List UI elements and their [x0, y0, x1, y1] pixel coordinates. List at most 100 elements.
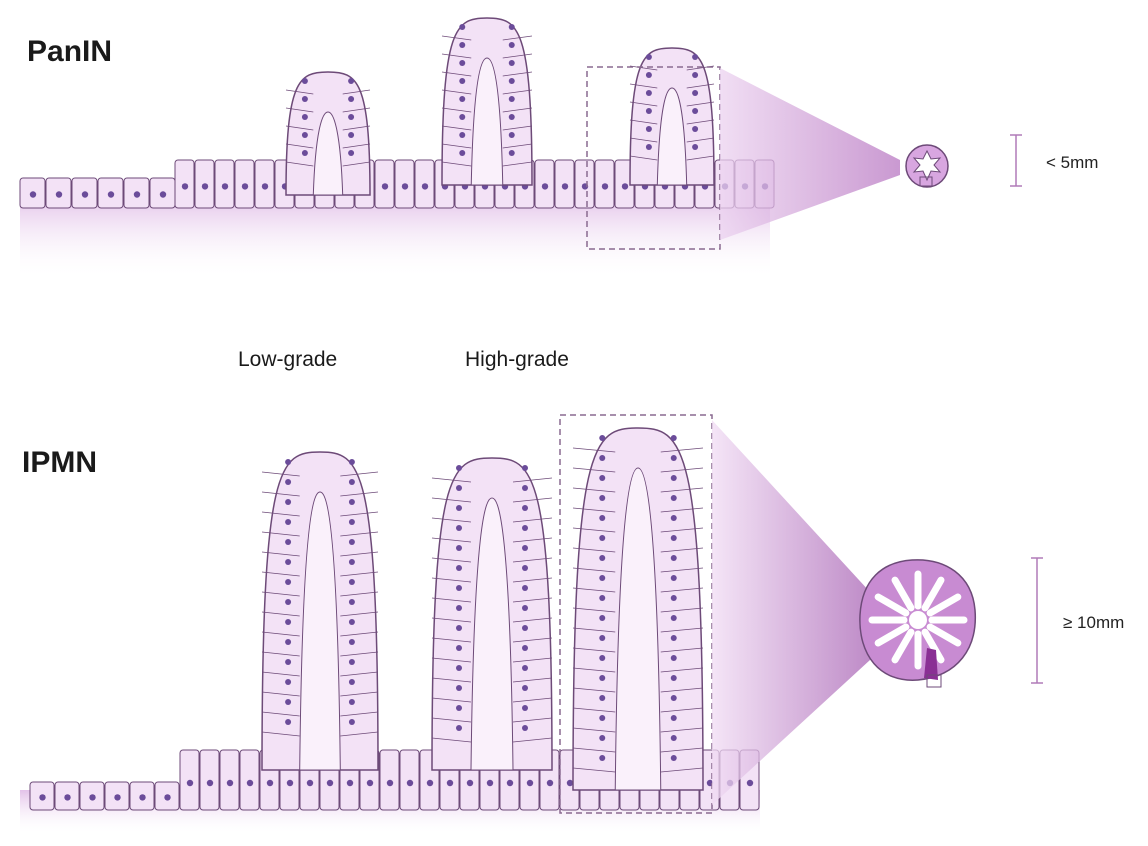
panin-low-papilla-nucleus — [348, 78, 354, 84]
ipmn-columnar-nucleus — [267, 780, 273, 786]
ipmn-low-papilla-nucleus — [285, 619, 291, 625]
ipmn-columnar-nucleus — [187, 780, 193, 786]
ipmn-low-papilla-nucleus — [285, 519, 291, 525]
ipmn-high-papilla-nucleus — [456, 465, 462, 471]
ipmn-dysplastic-papilla-nucleus — [671, 675, 677, 681]
ipmn-low-papilla-nucleus — [285, 659, 291, 665]
ipmn-low-papilla-nucleus — [349, 659, 355, 665]
ipmn-papillae — [262, 428, 703, 790]
ipmn-low-papilla-nucleus — [285, 479, 291, 485]
panin-columnar-nucleus — [242, 183, 248, 189]
ipmn-zoom-cone — [712, 420, 870, 805]
ipmn-low-papilla-nucleus — [285, 559, 291, 565]
ipmn-dysplastic-papilla-nucleus — [671, 615, 677, 621]
ipmn-low-papilla-nucleus — [349, 579, 355, 585]
ipmn-dysplastic-papilla-nucleus — [671, 635, 677, 641]
ipmn-low-papilla-nucleus — [349, 519, 355, 525]
ipmn-high-papilla-nucleus — [456, 525, 462, 531]
ipmn-panel — [20, 415, 1043, 835]
ipmn-high-papilla-nucleus — [522, 525, 528, 531]
panin-high-papilla-nucleus — [459, 24, 465, 30]
panin-flat-nucleus — [108, 191, 114, 197]
ipmn-flat-nucleus — [164, 794, 170, 800]
panin-columnar-nucleus — [562, 183, 568, 189]
ipmn-scale-bar — [1031, 558, 1043, 683]
ipmn-high-papilla-nucleus — [456, 545, 462, 551]
panin-zoom-cone — [720, 68, 900, 240]
ipmn-low-papilla-nucleus — [349, 499, 355, 505]
ipmn-high-papilla-nucleus — [456, 605, 462, 611]
ipmn-columnar-nucleus — [407, 780, 413, 786]
ipmn-low-papilla-nucleus — [349, 619, 355, 625]
ipmn-low-papilla-nucleus — [349, 459, 355, 465]
ipmn-title: IPMN — [22, 446, 97, 480]
ipmn-columnar-nucleus — [347, 780, 353, 786]
high-grade-label: High-grade — [465, 348, 569, 372]
ipmn-columnar-nucleus — [247, 780, 253, 786]
ipmn-high-papilla-nucleus — [522, 605, 528, 611]
ipmn-dysplastic-papilla-nucleus — [671, 515, 677, 521]
ipmn-high-papilla-nucleus — [456, 585, 462, 591]
ipmn-high-papilla-nucleus — [456, 485, 462, 491]
panin-flat-nucleus — [30, 191, 36, 197]
ipmn-low-papilla-nucleus — [285, 499, 291, 505]
ipmn-low-papilla-nucleus — [285, 699, 291, 705]
ipmn-high-papilla-nucleus — [522, 705, 528, 711]
ipmn-dysplastic-papilla-nucleus — [599, 435, 605, 441]
panin-flat-nucleus — [56, 191, 62, 197]
ipmn-high-papilla-nucleus — [522, 665, 528, 671]
ipmn-dysplastic-papilla-nucleus — [599, 515, 605, 521]
panin-panel — [20, 18, 1022, 280]
ipmn-dysplastic-papilla-nucleus — [599, 655, 605, 661]
panin-high-papilla-nucleus — [509, 150, 515, 156]
ipmn-dysplastic-papilla-nucleus — [599, 575, 605, 581]
ipmn-high-papilla-nucleus — [522, 565, 528, 571]
ipmn-columnar-nucleus — [507, 780, 513, 786]
panin-columnar-nucleus — [182, 183, 188, 189]
ipmn-dysplastic-papilla-nucleus — [671, 715, 677, 721]
panin-low-papilla-nucleus — [302, 78, 308, 84]
ipmn-dysplastic-papilla-nucleus — [599, 615, 605, 621]
panin-high-papilla-nucleus — [509, 78, 515, 84]
ipmn-size-label: ≥ 10mm — [1063, 613, 1124, 633]
ipmn-high-papilla-nucleus — [522, 625, 528, 631]
panin-flat-nucleus — [160, 191, 166, 197]
ipmn-lesion-cross-section — [860, 560, 975, 687]
panin-dysplastic-papilla-nucleus — [692, 54, 698, 60]
ipmn-high-papilla-nucleus — [456, 505, 462, 511]
ipmn-dysplastic-papilla-nucleus — [599, 555, 605, 561]
ipmn-dysplastic-papilla-nucleus — [671, 755, 677, 761]
ipmn-high-papilla-nucleus — [522, 505, 528, 511]
panin-columnar-nucleus — [602, 183, 608, 189]
panin-high-papilla-nucleus — [509, 132, 515, 138]
panin-high-papilla-nucleus — [459, 150, 465, 156]
ipmn-columnar-nucleus — [487, 780, 493, 786]
panin-columnar-nucleus — [402, 183, 408, 189]
ipmn-flat-nucleus — [39, 794, 45, 800]
panin-dysplastic-papilla-nucleus — [646, 126, 652, 132]
ipmn-dysplastic-papilla-nucleus — [671, 575, 677, 581]
panin-columnar-nucleus — [622, 183, 628, 189]
ipmn-high-papilla-nucleus — [456, 705, 462, 711]
panin-columnar-nucleus — [382, 183, 388, 189]
ipmn-dysplastic-papilla-nucleus — [599, 455, 605, 461]
ipmn-dysplastic-papilla-nucleus — [671, 735, 677, 741]
ipmn-dysplastic-papilla-nucleus — [671, 695, 677, 701]
ipmn-dysplastic-papilla-nucleus — [671, 475, 677, 481]
ipmn-low-papilla-nucleus — [349, 479, 355, 485]
panin-columnar-nucleus — [422, 183, 428, 189]
panin-title: PanIN — [27, 35, 112, 69]
ipmn-low-papilla-nucleus — [349, 679, 355, 685]
ipmn-high-papilla-nucleus — [522, 485, 528, 491]
panin-flat-nucleus — [134, 191, 140, 197]
panin-dysplastic-papilla-nucleus — [646, 108, 652, 114]
panin-dysplastic-papilla-nucleus — [646, 90, 652, 96]
ipmn-columnar-nucleus — [427, 780, 433, 786]
ipmn-high-papilla-nucleus — [456, 665, 462, 671]
ipmn-high-papilla-nucleus — [456, 685, 462, 691]
ipmn-dysplastic-papilla-nucleus — [599, 595, 605, 601]
panin-low-papilla-nucleus — [302, 114, 308, 120]
ipmn-high-papilla-nucleus — [522, 545, 528, 551]
